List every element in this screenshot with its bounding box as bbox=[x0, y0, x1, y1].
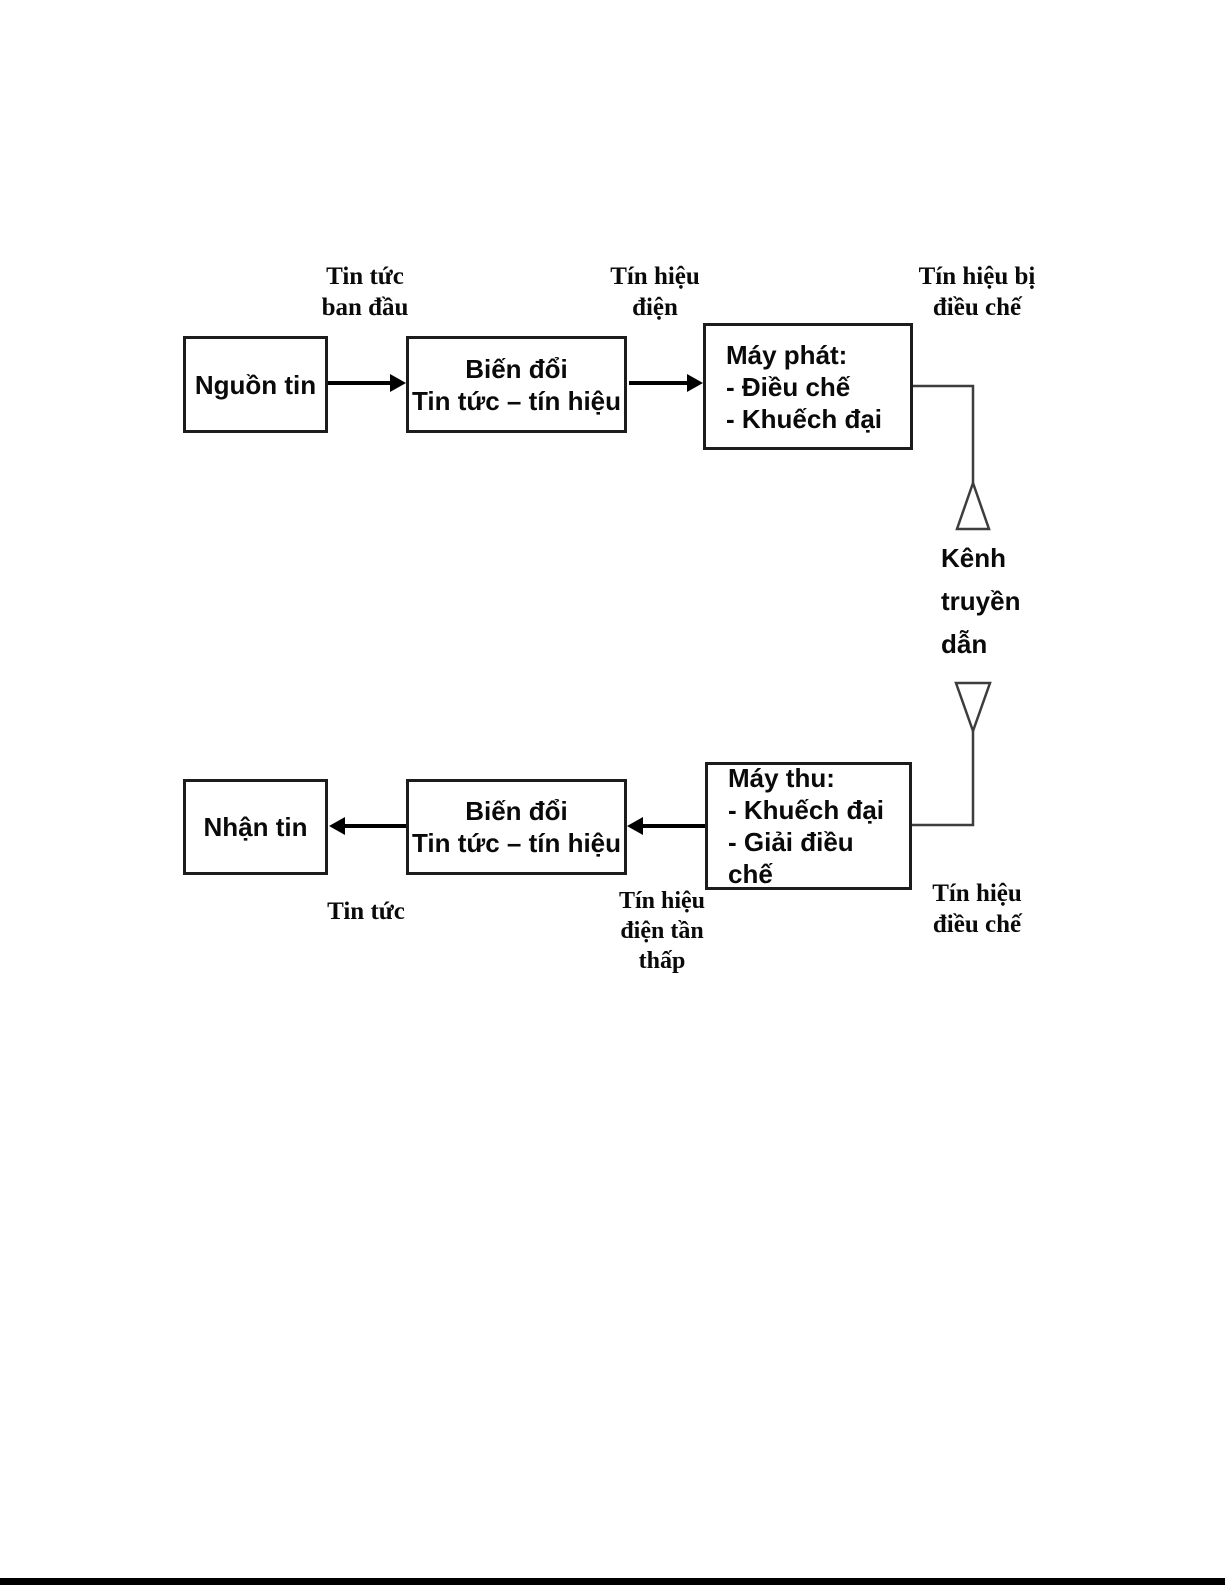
label-kenh-truyen-dan-line2: truyền bbox=[941, 586, 1021, 616]
label-tin-tuc-line1: Tin tức bbox=[327, 898, 405, 925]
label-tin-tuc-ban-dau-line2: ban đầu bbox=[321, 294, 409, 321]
receive-antenna-icon bbox=[954, 681, 992, 735]
label-kenh-truyen-dan-line3: dẫn bbox=[941, 629, 988, 659]
arrow-may-thu-to-bien-doi bbox=[627, 817, 705, 835]
label-tin-hieu-dien-tan-thap-line1: Tín hiệu bbox=[618, 888, 706, 914]
label-tin-tuc-ban-dau: Tin tức ban đầu bbox=[265, 261, 465, 323]
box-may-thu-item2: - Giải điều chế bbox=[728, 827, 854, 889]
label-tin-hieu-bi-dieu-che-line2: điều chế bbox=[932, 294, 1022, 321]
label-tin-tuc-ban-dau-line1: Tin tức bbox=[326, 263, 404, 290]
box-nhan-tin-label: Nhận tin bbox=[203, 812, 308, 842]
arrow-bien-doi-to-nhan-tin bbox=[329, 817, 406, 835]
label-kenh-truyen-dan-line1: Kênh bbox=[941, 543, 1006, 573]
label-tin-hieu-dien-line1: Tín hiệu bbox=[610, 263, 700, 290]
label-tin-hieu-bi-dieu-che: Tín hiệu bị điều chế bbox=[877, 261, 1077, 323]
label-tin-hieu-dien: Tín hiệu điện bbox=[555, 261, 755, 323]
label-tin-hieu-dieu-che-line1: Tín hiệu bbox=[932, 880, 1022, 907]
box-nhan-tin: Nhận tin bbox=[183, 779, 328, 875]
label-kenh-truyen-dan: Kênh truyền dẫn bbox=[941, 537, 1020, 666]
box-may-thu-title: Máy thu: bbox=[728, 763, 835, 793]
box-may-phat-title: Máy phát: bbox=[726, 339, 848, 370]
label-tin-hieu-dien-line2: điện bbox=[632, 294, 678, 321]
box-may-phat-item2: - Khuếch đại bbox=[726, 403, 883, 434]
box-may-phat: Máy phát: - Điều chế - Khuếch đại bbox=[703, 323, 913, 450]
label-tin-hieu-dieu-che-line2: điều chế bbox=[932, 911, 1022, 938]
box-bien-doi-bottom-line2: Tin tức – tín hiệu bbox=[411, 828, 622, 858]
box-bien-doi-top-line2: Tin tức – tín hiệu bbox=[411, 385, 622, 416]
arrow-nguon-tin-to-bien-doi bbox=[328, 374, 406, 392]
antenna-to-may-thu-line bbox=[912, 731, 975, 827]
label-tin-hieu-dien-tan-thap-line2: điện tần bbox=[620, 918, 704, 944]
page-bottom-rule bbox=[0, 1578, 1225, 1585]
box-nguon-tin: Nguồn tin bbox=[183, 336, 328, 433]
label-tin-hieu-dien-tan-thap-line3: thấp bbox=[638, 948, 686, 974]
label-tin-hieu-dieu-che: Tín hiệu điều chế bbox=[877, 878, 1077, 940]
label-tin-hieu-bi-dieu-che-line1: Tín hiệu bị bbox=[918, 263, 1036, 290]
arrow-bien-doi-to-may-phat bbox=[629, 374, 703, 392]
box-may-thu: Máy thu: - Khuếch đại - Giải điều chế bbox=[705, 762, 912, 890]
box-bien-doi-top-line1: Biến đổi bbox=[465, 353, 568, 384]
label-tin-tuc: Tin tức bbox=[266, 896, 466, 927]
box-bien-doi-bottom: Biến đổi Tin tức – tín hiệu bbox=[406, 779, 627, 875]
label-tin-hieu-dien-tan-thap: Tín hiệu điện tần thấp bbox=[562, 886, 762, 976]
box-nguon-tin-label: Nguồn tin bbox=[194, 369, 317, 400]
may-phat-to-antenna-line bbox=[912, 384, 975, 483]
box-may-phat-item1: - Điều chế bbox=[726, 371, 851, 402]
box-bien-doi-bottom-line1: Biến đổi bbox=[465, 796, 568, 826]
box-bien-doi-top: Biến đổi Tin tức – tín hiệu bbox=[406, 336, 627, 433]
transmit-antenna-icon bbox=[955, 479, 991, 531]
box-may-thu-item1: - Khuếch đại bbox=[728, 795, 885, 825]
